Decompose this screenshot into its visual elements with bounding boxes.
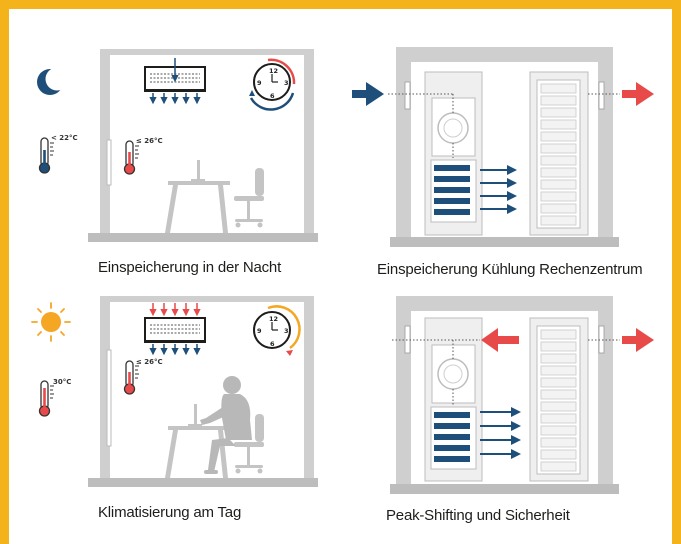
- caption-day: Klimatisierung am Tag: [98, 504, 242, 521]
- floor: [88, 233, 318, 242]
- ceiling: [100, 49, 314, 55]
- caption-datacenter: Einspeicherung Kühlung Rechenzentrum: [377, 261, 643, 278]
- clock-3: 3: [284, 327, 289, 335]
- thermometer-red-icon: [38, 380, 54, 417]
- clock-6: 6: [270, 92, 275, 100]
- clock-9: 9: [257, 79, 262, 87]
- clock-icon: 12 3 6 9: [253, 305, 301, 356]
- outflow-arrow: [622, 328, 654, 352]
- day-outdoor-temp: 30°C: [53, 378, 71, 386]
- caption-peak: Peak-Shifting und Sicherheit: [386, 507, 570, 524]
- night-indoor-temp: ≤ 26°C: [136, 137, 163, 145]
- person-silhouette: [200, 376, 252, 474]
- server-rack: [529, 71, 589, 236]
- ac-unit: [144, 303, 206, 356]
- server-rack: [529, 317, 589, 482]
- storage-tank: [424, 71, 483, 236]
- panel-peak-shifting: [390, 296, 654, 494]
- desk: [165, 160, 230, 233]
- thermometer-red-icon: [123, 140, 139, 175]
- clock-9: 9: [257, 327, 262, 335]
- clock-12: 12: [269, 67, 278, 75]
- thermometer-blue-icon: [38, 137, 54, 174]
- left-wall: [100, 49, 110, 235]
- day-indoor-temp: ≤ 26°C: [136, 358, 163, 366]
- outflow-arrow: [622, 82, 654, 106]
- panel-day: 30°C: [31, 296, 318, 487]
- thermometer-red-icon: [123, 360, 139, 395]
- right-wall: [304, 49, 314, 235]
- window: [106, 139, 112, 186]
- panel-night: < 22°C: [37, 49, 318, 242]
- night-outdoor-temp: < 22°C: [51, 134, 78, 142]
- return-arrow: [481, 328, 519, 352]
- sun-icon: [31, 302, 71, 342]
- panel-datacenter-storage: [352, 47, 654, 247]
- ac-unit: [144, 58, 206, 105]
- inflow-arrow: [352, 82, 384, 106]
- clock-12: 12: [269, 315, 278, 323]
- caption-night: Einspeicherung in der Nacht: [98, 259, 282, 276]
- moon-icon: [37, 67, 69, 95]
- cooling-arrows: [480, 165, 517, 214]
- chair: [234, 414, 264, 474]
- clock-6: 6: [270, 340, 275, 348]
- clock-icon: 12 3 6 9: [249, 58, 296, 111]
- clock-3: 3: [284, 79, 289, 87]
- chair: [234, 168, 264, 228]
- cooling-arrows: [480, 407, 521, 459]
